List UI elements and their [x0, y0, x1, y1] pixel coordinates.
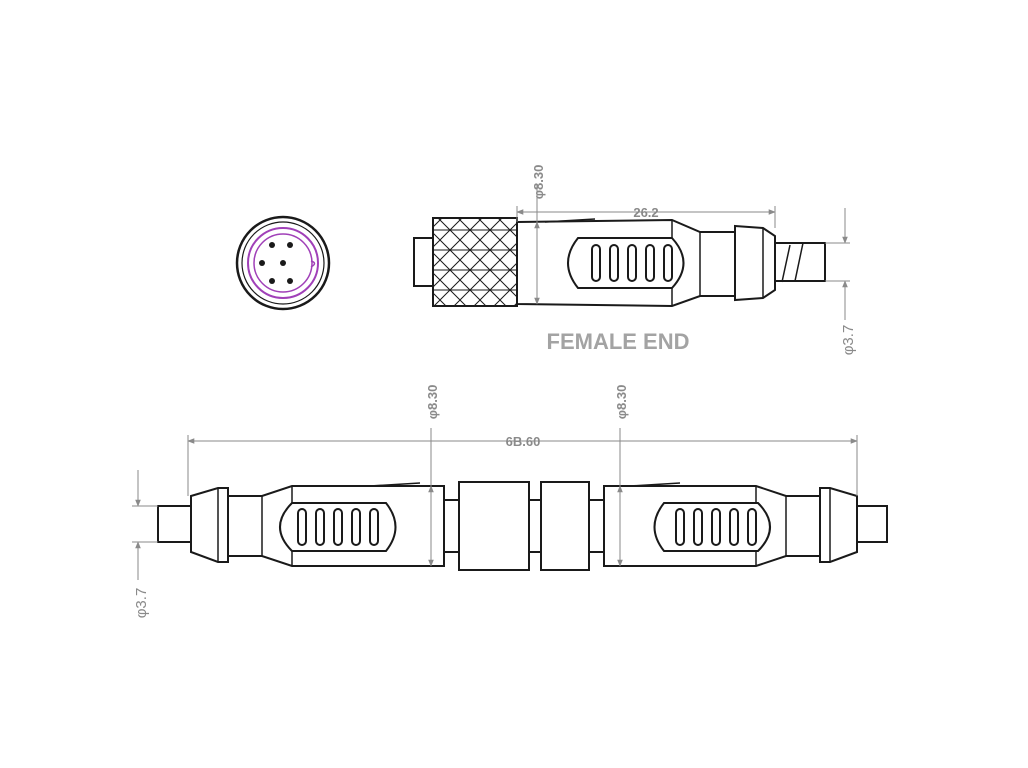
right-grip-slots — [675, 508, 757, 546]
full-cable-length-label: 6B.60 — [506, 434, 541, 449]
female-end-side-view — [413, 217, 826, 308]
full-cable-right-diameter-label: φ8.30 — [614, 385, 629, 420]
female-end-caption: FEMALE END — [547, 329, 690, 354]
pin-holes — [259, 242, 293, 284]
full-cable-dimensions — [132, 428, 858, 580]
full-cable-diameter-label: φ3.7 — [133, 588, 150, 619]
grip-slots — [591, 244, 673, 282]
female-end-cable-diameter-label: φ3.7 — [840, 325, 857, 356]
connector-face-view — [235, 215, 331, 311]
left-grip-slots — [297, 508, 379, 546]
full-cable-left-diameter-label: φ8.30 — [425, 385, 440, 420]
female-end-length-label: 26.2 — [633, 205, 658, 220]
full-cable-assembly — [157, 481, 888, 571]
female-end-dimensions — [516, 185, 850, 320]
female-end-diameter-label: φ8.30 — [531, 165, 546, 200]
